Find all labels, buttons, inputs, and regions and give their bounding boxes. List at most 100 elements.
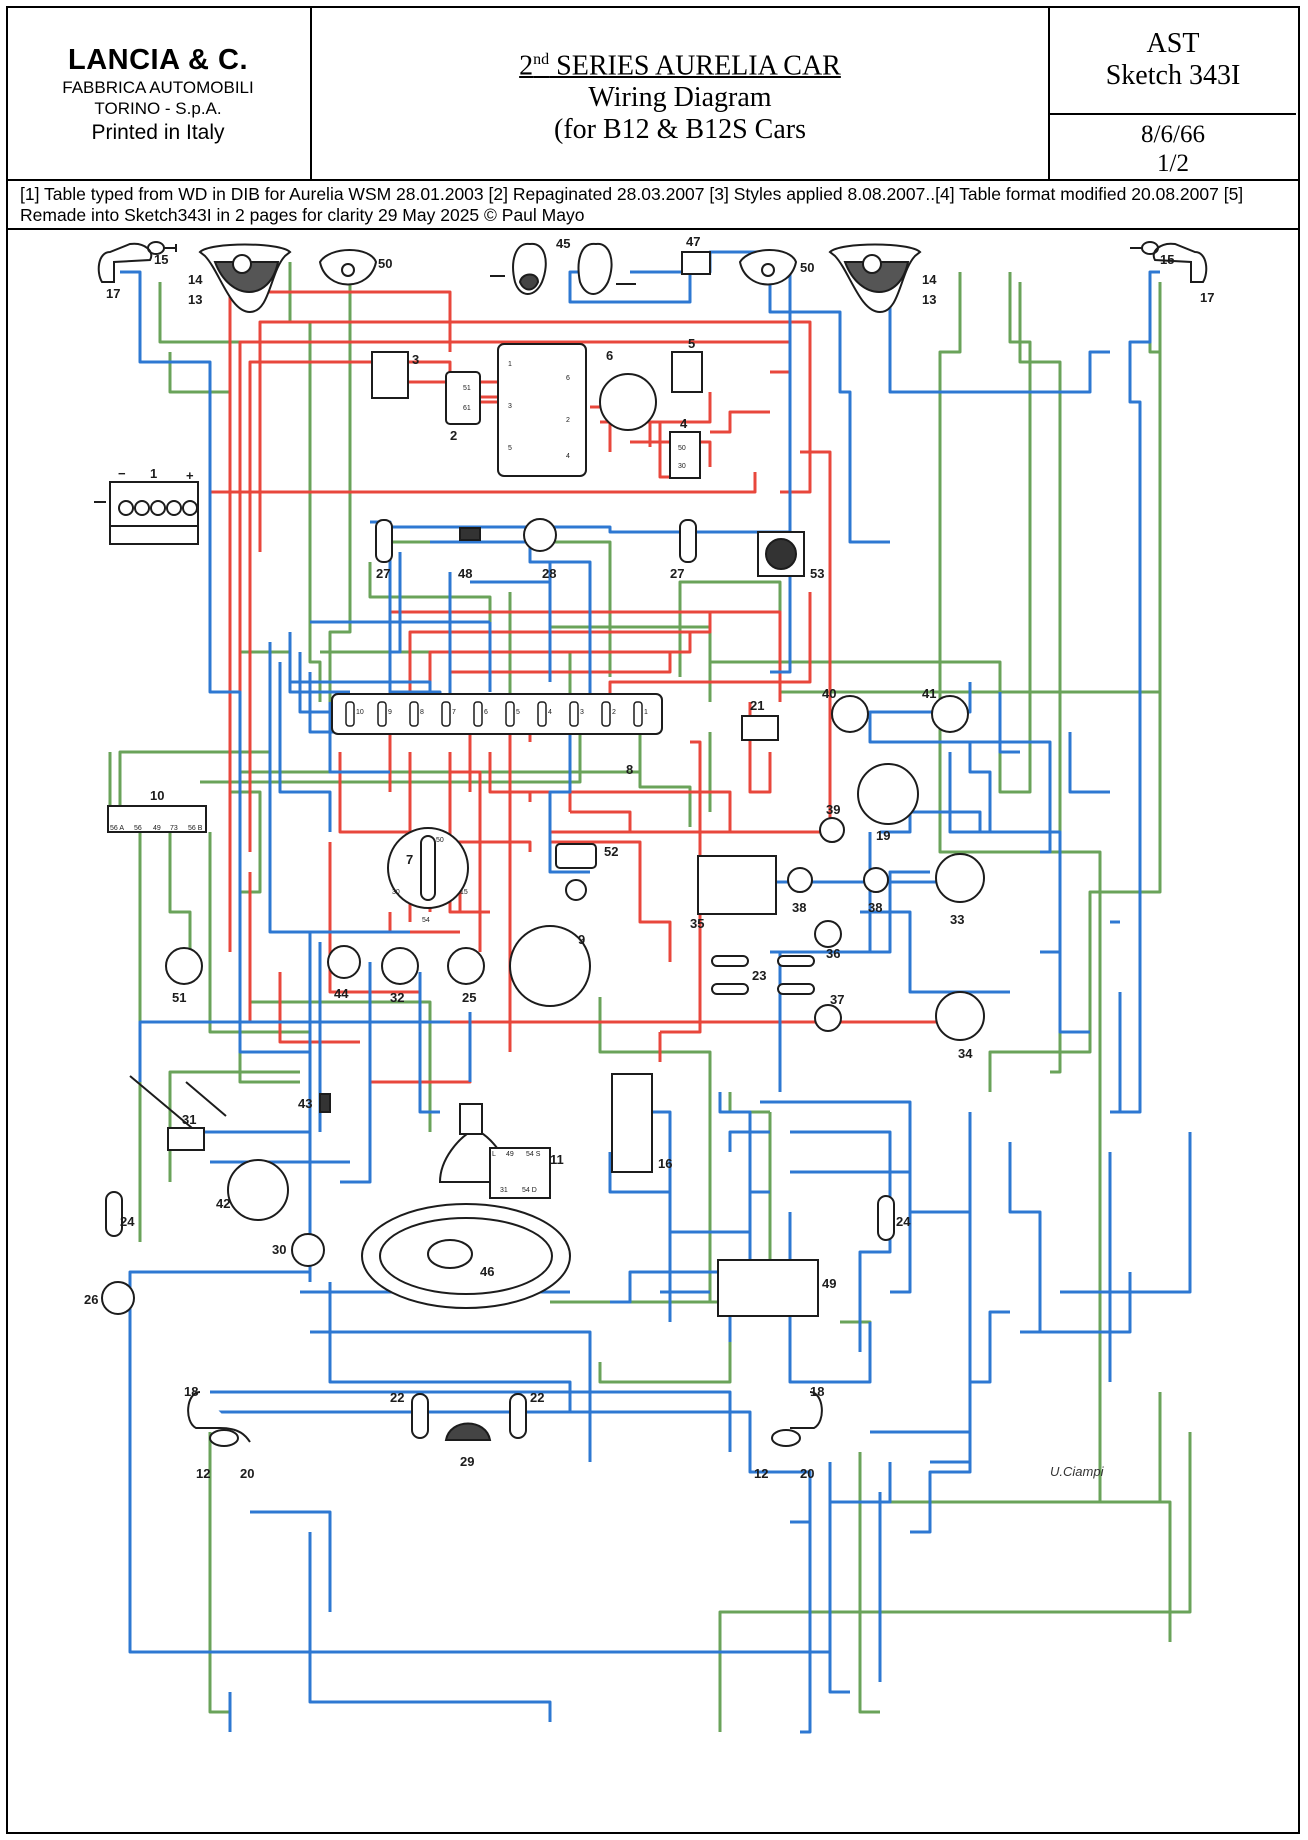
- lamp-32: [381, 947, 419, 985]
- dynamo-box: [497, 343, 587, 477]
- printed-note: Printed in Italy: [91, 121, 225, 144]
- sw11-54d: 54 D: [522, 1187, 537, 1194]
- terminal-6: [599, 373, 657, 431]
- label-19: 19: [876, 828, 890, 843]
- side-lamp-left: [97, 241, 177, 283]
- battery-minus: −: [118, 466, 126, 481]
- gauge-40: [831, 695, 869, 733]
- label-12r: 12: [754, 1466, 768, 1481]
- dynamo-t4: 4: [566, 453, 570, 460]
- side-lamp-right: [1130, 241, 1208, 283]
- label-50: 50: [378, 256, 392, 271]
- horn-relay: [681, 251, 711, 275]
- label-8: 8: [626, 762, 633, 777]
- designer-signature: U.Ciampi: [1050, 1464, 1105, 1479]
- label-44: 44: [334, 986, 349, 1001]
- fuse-number-5: 5: [516, 709, 520, 716]
- voltage-regulator: [445, 371, 481, 425]
- dynamo-t2: 2: [566, 417, 570, 424]
- gauge-33: [935, 853, 985, 903]
- fuse-6: [473, 701, 483, 727]
- label-3: 3: [412, 352, 419, 367]
- fuse-group-23: [711, 955, 815, 995]
- horn-26: [101, 1281, 135, 1315]
- label-29: 29: [460, 1454, 474, 1469]
- relay-terminal-50: 50: [678, 445, 686, 452]
- label-13r: 13: [922, 292, 936, 307]
- headlamp-right: [828, 243, 922, 314]
- conn10-56b: 56 B: [188, 825, 203, 832]
- label-15r: 15: [1160, 252, 1174, 267]
- sw11-54s: 54 S: [526, 1151, 541, 1158]
- dynamo-t6: 6: [566, 375, 570, 382]
- lamp-25: [447, 947, 485, 985]
- ignition-terminal-15: 15: [460, 889, 468, 896]
- label-5: 5: [688, 336, 695, 351]
- conn10-56a: 56 A: [110, 825, 124, 832]
- fuse-3: [569, 701, 579, 727]
- label-37: 37: [830, 992, 844, 1007]
- label-47: 47: [686, 234, 700, 249]
- gauge-35: [697, 855, 777, 915]
- label-17r: 17: [1200, 290, 1214, 305]
- wiring-diagram: 17 15 14 13 50 45 47 50 14 13 15 17 3 2 …: [84, 234, 1214, 1734]
- courtesy-switch-left: [375, 519, 393, 563]
- label-17: 17: [106, 286, 120, 301]
- label-41: 41: [922, 686, 936, 701]
- label-12: 12: [196, 1466, 210, 1481]
- gauge-41: [931, 695, 969, 733]
- title-ordinal-sup: nd: [533, 51, 550, 68]
- radio-42: [227, 1159, 289, 1221]
- lamp-30: [291, 1233, 325, 1267]
- label-22: 22: [390, 1390, 404, 1405]
- plate-lamp-right: [509, 1393, 527, 1439]
- label-40: 40: [822, 686, 836, 701]
- reference-divider: [1050, 113, 1296, 115]
- label-26: 26: [84, 1292, 98, 1307]
- company-block: LANCIA & C. FABBRICA AUTOMOBILI TORINO -…: [6, 6, 312, 179]
- label-21: 21: [750, 698, 764, 713]
- label-14: 14: [188, 272, 203, 287]
- regulator-terminal-61: 61: [463, 405, 471, 412]
- lamp-37: [814, 1004, 842, 1032]
- label-51: 51: [172, 990, 186, 1005]
- label-14r: 14: [922, 272, 937, 287]
- conn10-73: 73: [170, 825, 178, 832]
- fuse-number-3: 3: [580, 709, 584, 716]
- label-27r: 27: [670, 566, 684, 581]
- revision-notes: [1] Table typed from WD in DIB for Aurel…: [6, 181, 1300, 230]
- fuse-number-10: 10: [356, 709, 364, 716]
- plate-lamp-left: [411, 1393, 429, 1439]
- ignition-terminal-54: 54: [422, 917, 430, 924]
- fuse-number-2: 2: [612, 709, 616, 716]
- label-30: 30: [272, 1242, 286, 1257]
- fuse-number-6: 6: [484, 709, 488, 716]
- label-33: 33: [950, 912, 964, 927]
- fuse-43: [319, 1093, 331, 1113]
- conn10-56: 56: [134, 825, 142, 832]
- horn-left: [490, 242, 547, 295]
- label-16: 16: [658, 1156, 672, 1171]
- label-1: 1: [150, 466, 157, 481]
- label-6: 6: [606, 348, 613, 363]
- label-24r: 24: [896, 1214, 911, 1229]
- label-45: 45: [556, 236, 570, 251]
- sw11-49: 49: [506, 1151, 514, 1158]
- starter-relay: [669, 431, 701, 479]
- company-line-2: TORINO - S.p.A.: [94, 99, 222, 118]
- ignition-terminal-50: 50: [436, 837, 444, 844]
- label-48: 48: [458, 566, 472, 581]
- label-24: 24: [120, 1214, 135, 1229]
- reference-block: AST Sketch 343I 8/6/66 1/2: [1050, 6, 1296, 179]
- rear-lamp-right: [771, 1391, 823, 1447]
- courtesy-switch-right: [679, 519, 697, 563]
- label-36: 36: [826, 946, 840, 961]
- fuse-number-9: 9: [388, 709, 392, 716]
- title-ordinal: 2: [519, 50, 534, 82]
- lamp-38-left: [787, 867, 813, 893]
- page-frame: [6, 6, 1300, 1834]
- switch-3: [371, 351, 409, 399]
- label-20: 20: [240, 1466, 254, 1481]
- connector-49: [717, 1259, 819, 1317]
